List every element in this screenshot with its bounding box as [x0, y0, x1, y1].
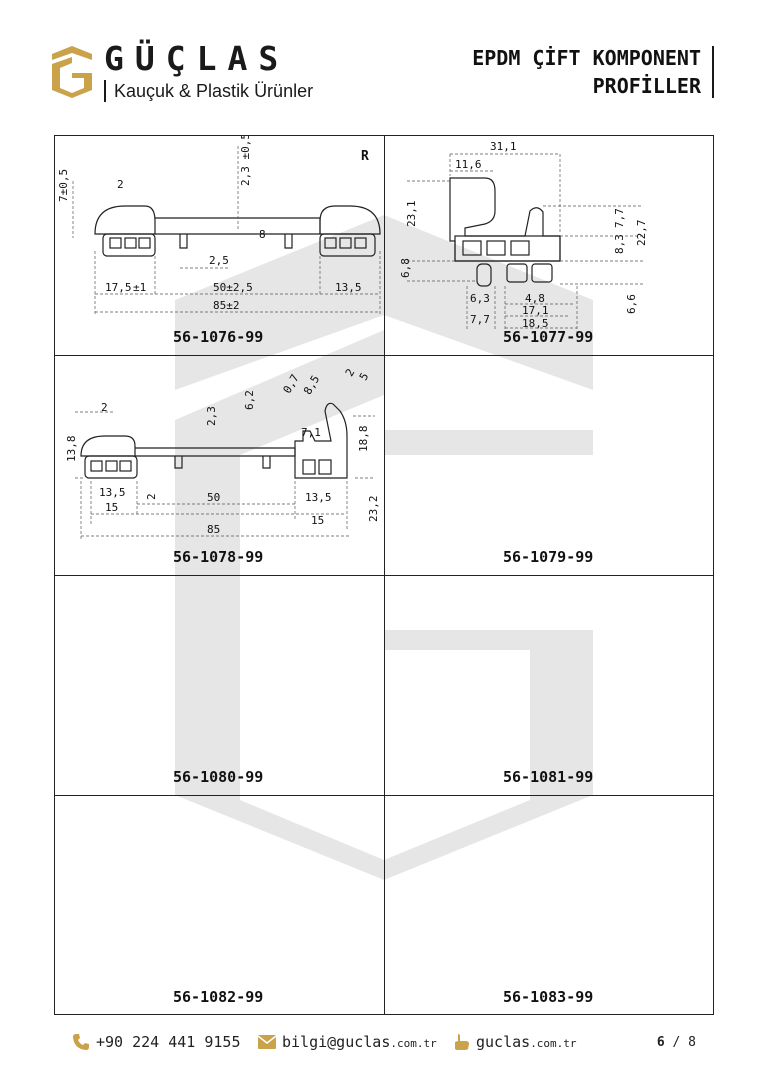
profile-cell-1076[interactable]: 7±0,5 2 2,3 ±0,5 8 2,5 17,5 ±1 50±2,5 13…: [55, 136, 385, 356]
dim-label: 7,7: [470, 313, 490, 326]
profile-mark: R: [361, 149, 369, 164]
dim-label: 2,3 ±0,5: [239, 136, 252, 186]
dim-label: 2: [145, 493, 158, 500]
dim-label: 31,1: [490, 140, 517, 153]
dim-label: 2,3: [205, 406, 218, 426]
dim-label: 2,5: [209, 254, 229, 267]
profile-cell-1082[interactable]: 56-1082-99: [55, 796, 385, 1016]
dim-label: 6,2: [243, 390, 256, 410]
grid-divider-row-1: [55, 355, 713, 356]
phone-number: +90 224 441 9155: [96, 1033, 241, 1051]
dim-label: 4,8: [525, 292, 545, 305]
dim-label: 22,7: [635, 220, 648, 247]
profile-grid: 7±0,5 2 2,3 ±0,5 8 2,5 17,5 ±1 50±2,5 13…: [54, 135, 714, 1015]
dim-label: 15: [105, 501, 118, 514]
dim-label: 23,1: [405, 201, 418, 228]
dim-label: 85: [207, 523, 220, 536]
dim-label: 7,7: [613, 208, 626, 228]
profile-drawing-1078: 0,7 8,5 2 5 2 2,3 6,2 7,1 13,8 18,8 13,5…: [65, 366, 380, 541]
page-current: 6: [656, 1035, 665, 1050]
title-divider: [712, 46, 714, 98]
page-number: 6 / 8: [657, 1035, 696, 1050]
profile-drawing-1076: 7±0,5 2 2,3 ±0,5 8 2,5 17,5 ±1 50±2,5 13…: [57, 136, 381, 314]
profile-code: 56-1083-99: [503, 988, 594, 1006]
profile-code: 56-1080-99: [173, 768, 264, 786]
phone-icon: [73, 1034, 89, 1050]
footer-website[interactable]: guclas.com.tr: [452, 1033, 577, 1051]
brand-name: GÜÇLAS: [104, 39, 290, 78]
brand-tagline: Kauçuk & Plastik Ürünler: [114, 81, 314, 101]
dim-label: 11,6: [455, 158, 482, 171]
dim-label: 5: [357, 370, 372, 382]
profile-cell-1080[interactable]: 56-1080-99: [55, 576, 385, 796]
profile-code: 56-1078-99: [173, 548, 264, 566]
dim-label: 7±0,5: [57, 169, 70, 202]
dim-label: 8,5: [301, 373, 322, 397]
dim-label: 8,3: [613, 234, 626, 254]
page-footer: +90 224 441 9155 bilgi@guclas.com.tr guc…: [0, 1025, 768, 1065]
title-line-2: PROFİLLER: [592, 74, 701, 98]
profile-cell-1078[interactable]: 0,7 8,5 2 5 2 2,3 6,2 7,1 13,8 18,8 13,5…: [55, 356, 385, 576]
dim-label: 23,2: [367, 496, 380, 523]
dim-label: 6,3: [470, 292, 490, 305]
profile-code: 56-1077-99: [503, 328, 594, 346]
page-total: 8: [688, 1035, 696, 1050]
page-title: EPDM ÇİFT KOMPONENT PROFİLLER: [472, 44, 701, 100]
dim-label: 50±2,5: [213, 281, 253, 294]
profile-cell-1077[interactable]: 31,1 11,6 23,1 7,7 8,3 22,7 6,8 6,3 4,8 …: [385, 136, 715, 356]
website-name: guclas: [476, 1033, 531, 1051]
title-line-1: EPDM ÇİFT KOMPONENT: [472, 46, 701, 70]
dim-label: 18,8: [357, 426, 370, 453]
brand-divider: [104, 80, 106, 102]
dim-label: 85±2: [213, 299, 240, 312]
profile-code: 56-1079-99: [503, 548, 594, 566]
brand-logo: GÜÇLAS Kauçuk & Plastik Ürünler: [52, 40, 352, 104]
grid-divider-row-2: [55, 575, 713, 576]
email-address: bilgi@guclas: [282, 1033, 391, 1051]
dim-label: 2: [101, 401, 108, 414]
grid-divider-row-3: [55, 795, 713, 796]
profile-cell-1079[interactable]: 56-1079-99: [385, 356, 715, 576]
dim-label: 2: [117, 178, 124, 191]
page-header: GÜÇLAS Kauçuk & Plastik Ürünler EPDM ÇİF…: [0, 0, 768, 120]
dim-label: 7,1: [301, 426, 321, 439]
dim-label: 13,5: [99, 486, 126, 499]
dim-label: 2: [343, 366, 358, 378]
email-domain: .com.tr: [390, 1037, 437, 1050]
profile-code: 56-1082-99: [173, 988, 264, 1006]
dim-label: 15: [311, 514, 324, 527]
g-shield-icon: [52, 46, 92, 98]
dim-label: 50: [207, 491, 220, 504]
profile-code: 56-1076-99: [173, 328, 264, 346]
dim-label: 0,7: [281, 372, 302, 396]
profile-cell-1081[interactable]: 56-1081-99: [385, 576, 715, 796]
dim-label: 13,8: [65, 436, 78, 463]
footer-email[interactable]: bilgi@guclas.com.tr: [258, 1033, 437, 1051]
pointing-hand-icon: [455, 1034, 469, 1050]
dim-label: 13,5: [305, 491, 332, 504]
website-domain: .com.tr: [530, 1037, 577, 1050]
dim-label: 18,5: [522, 317, 549, 330]
page-separator: /: [672, 1035, 681, 1050]
dim-label: 6,8: [399, 258, 412, 278]
dim-label: ±1: [133, 281, 146, 294]
dim-label: 17,1: [522, 304, 549, 317]
profile-code: 56-1081-99: [503, 768, 594, 786]
dim-label: 13,5: [335, 281, 362, 294]
footer-phone[interactable]: +90 224 441 9155: [72, 1033, 241, 1051]
dim-label: 8: [259, 228, 266, 241]
mail-icon: [258, 1035, 276, 1049]
profile-drawing-1077: 31,1 11,6 23,1 7,7 8,3 22,7 6,8 6,3 4,8 …: [399, 140, 648, 334]
dim-label: 6,6: [625, 294, 638, 314]
dim-label: 17,5: [105, 281, 132, 294]
profile-cell-1083[interactable]: 56-1083-99: [385, 796, 715, 1016]
